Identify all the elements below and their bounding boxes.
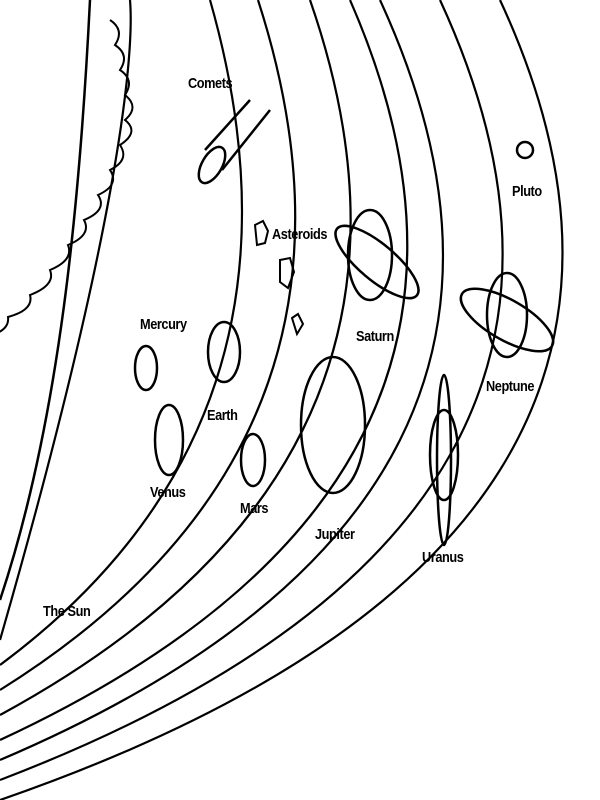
saturn-rings bbox=[334, 224, 420, 300]
label-neptune: Neptune bbox=[486, 378, 535, 395]
neptune-planet bbox=[485, 271, 529, 359]
mercury-planet bbox=[133, 344, 159, 392]
orbits bbox=[0, 0, 564, 800]
label-comets: Comets bbox=[188, 75, 233, 92]
pluto-planet bbox=[515, 140, 535, 160]
saturn-planet bbox=[346, 208, 394, 302]
label-earth: Earth bbox=[207, 407, 238, 424]
label-asteroids: Asteroids bbox=[272, 226, 327, 243]
venus-planet bbox=[153, 403, 185, 477]
sun-edge bbox=[0, 0, 92, 601]
label-the-sun: The Sun bbox=[43, 603, 91, 620]
label-pluto: Pluto bbox=[512, 183, 542, 200]
uranus-planet bbox=[428, 408, 460, 502]
planets bbox=[133, 140, 555, 547]
earth-planet bbox=[206, 320, 242, 384]
label-venus: Venus bbox=[150, 484, 186, 501]
mars-planet bbox=[239, 432, 267, 488]
label-mercury: Mercury bbox=[140, 316, 187, 333]
sun-flares bbox=[0, 19, 134, 333]
jupiter-planet bbox=[299, 355, 367, 495]
comet bbox=[197, 99, 271, 185]
label-mars: Mars bbox=[240, 500, 269, 517]
label-saturn: Saturn bbox=[356, 328, 394, 345]
neptune-rings bbox=[459, 287, 555, 353]
asteroids bbox=[253, 219, 305, 337]
label-uranus: Uranus bbox=[422, 549, 464, 566]
label-jupiter: Jupiter bbox=[315, 526, 355, 543]
uranus-ring bbox=[435, 373, 453, 547]
